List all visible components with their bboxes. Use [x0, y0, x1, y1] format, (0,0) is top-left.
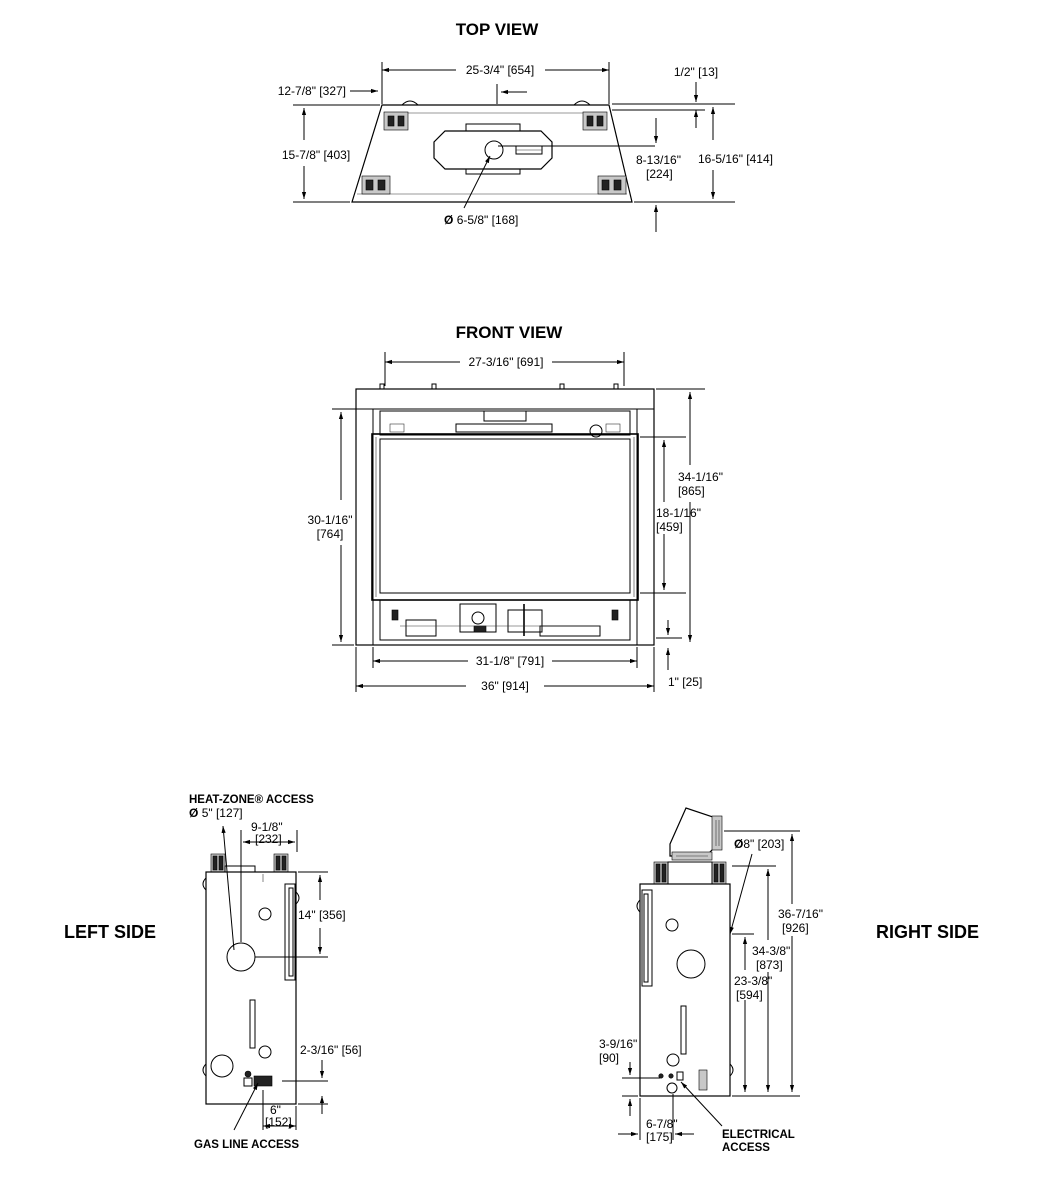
front-total-dim-2: [865]	[678, 484, 705, 498]
left-side-body	[205, 871, 297, 1105]
right-side-title: RIGHT SIDE	[876, 922, 979, 942]
electrical-access-label-2: ACCESS	[722, 1142, 770, 1154]
top-center-dim-1: 8-13/16"	[636, 153, 681, 167]
top-gap-dim: 1/2" [13]	[674, 65, 718, 79]
right-low-dim-2: [594]	[736, 988, 763, 1002]
right-mid-dim-1: 34-3/8"	[752, 944, 790, 958]
left-side-title: LEFT SIDE	[64, 922, 156, 942]
right-total-dim-2: [926]	[782, 921, 809, 935]
top-offset-dim: 12-7/8" [327]	[278, 84, 346, 98]
top-view: TOP VIEW	[278, 20, 773, 232]
front-inner-width-dim: 31-1/8" [791]	[476, 654, 544, 668]
top-width-dim: 25-3/4" [654]	[466, 63, 534, 77]
front-view: FRONT VIEW	[308, 323, 723, 693]
front-base-dim: 1" [25]	[668, 675, 702, 689]
top-depth-dim: 15-7/8" [403]	[282, 148, 350, 162]
right-elec-offset-dim-1: 6-7/8"	[646, 1117, 678, 1131]
heat-zone-dia-dim: Ø 5" [127]	[189, 806, 243, 820]
front-glass-dim-1: 18-1/16"	[656, 506, 701, 520]
top-vent-dim: Ø 6-5/8" [168]	[444, 213, 518, 227]
front-width-top-dim: 27-3/16" [691]	[469, 355, 544, 369]
gas-line-access-icon	[253, 1075, 273, 1087]
right-elec-offset-dim-2: [175]	[646, 1130, 673, 1144]
front-height-dim-1: 30-1/16"	[308, 513, 353, 527]
gas-line-access-label: GAS LINE ACCESS	[194, 1139, 299, 1151]
right-elec-height-dim-1: 3-9/16"	[599, 1037, 637, 1051]
right-side-body	[639, 883, 731, 1097]
right-mid-dim-2: [873]	[756, 958, 783, 972]
right-side-view: RIGHT SIDE Ø8" [	[599, 807, 979, 1154]
left-gas-height-dim: 2-3/16" [56]	[300, 1043, 362, 1057]
front-outer-width-dim: 36" [914]	[481, 679, 529, 693]
left-gas-offset-dim-2: [152]	[265, 1115, 292, 1129]
top-bracket-icons	[361, 111, 627, 195]
top-view-title: TOP VIEW	[456, 20, 539, 39]
front-glass-dim-2: [459]	[656, 520, 683, 534]
front-total-dim-1: 34-1/16"	[678, 470, 723, 484]
vent-elbow-icon	[669, 807, 723, 861]
front-glass	[379, 438, 631, 594]
front-surround	[355, 388, 655, 646]
right-low-dim-1: 23-3/8"	[734, 974, 772, 988]
left-height14-dim: 14" [356]	[298, 908, 346, 922]
left-offset-dim-2: [232]	[255, 832, 282, 846]
right-elec-height-dim-2: [90]	[599, 1051, 619, 1065]
front-view-title: FRONT VIEW	[456, 323, 564, 342]
left-gas-offset-dim-1: 6"	[270, 1103, 281, 1117]
electrical-access-label-1: ELECTRICAL	[722, 1129, 795, 1141]
heat-zone-label: HEAT-ZONE® ACCESS	[189, 794, 314, 806]
left-offset-dim-1: 9-1/8"	[251, 820, 283, 834]
top-vent-circle	[484, 140, 504, 160]
top-vent-plate	[433, 130, 553, 170]
top-center-dim-2: [224]	[646, 167, 673, 181]
right-total-dim-1: 36-7/16"	[778, 907, 823, 921]
top-total-depth-dim: 16-5/16" [414]	[698, 152, 773, 166]
front-height-dim-2: [764]	[317, 527, 344, 541]
right-vent-dia-dim: Ø8" [203]	[734, 837, 784, 851]
left-side-view: LEFT SIDE HEAT-ZONE® ACCESS Ø 5" [127] 9…	[64, 794, 362, 1151]
